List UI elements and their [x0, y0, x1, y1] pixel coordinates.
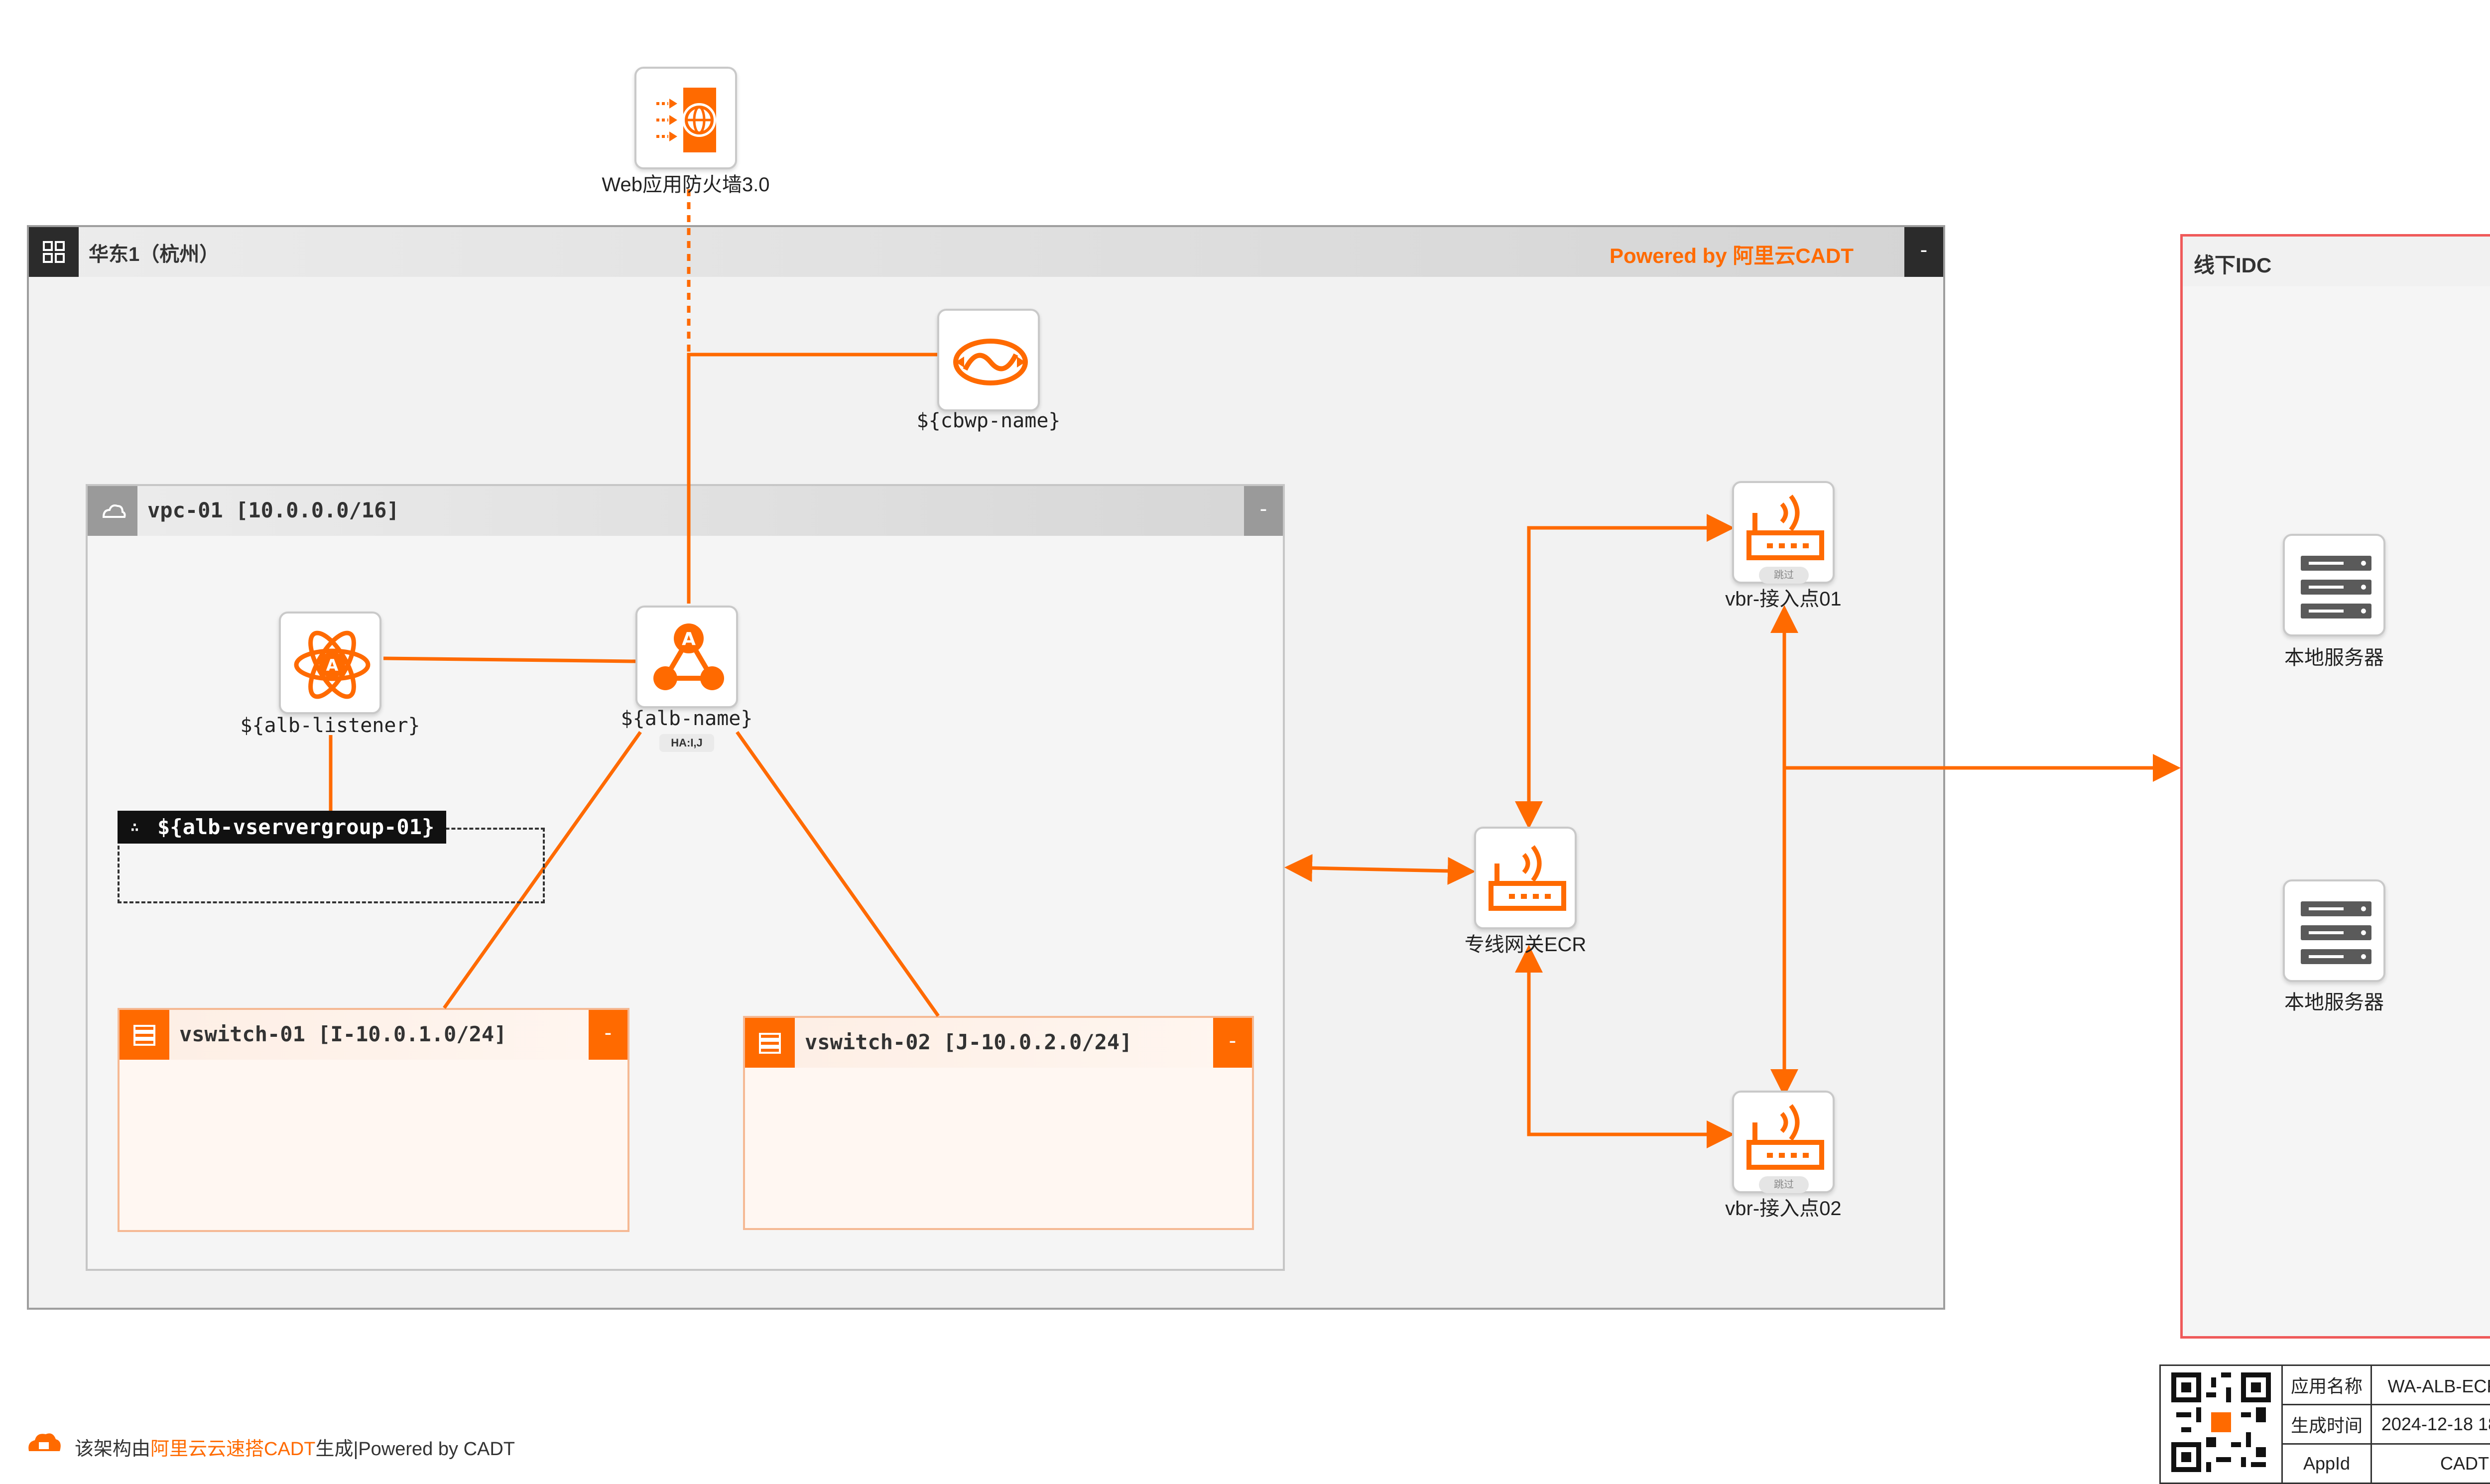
vbr2-node[interactable]: 跳过	[1732, 1091, 1835, 1193]
waf-icon	[656, 88, 716, 152]
ecr-node[interactable]	[1474, 827, 1577, 929]
qr-code-cell	[2159, 1364, 2283, 1484]
ecr-to-vbr1-link	[1515, 514, 1735, 829]
meta-key-app-name: 应用名称	[2281, 1364, 2372, 1405]
qr-code-icon	[2171, 1372, 2271, 1472]
meta-value-generated-time: 2024-12-18 18:26:31	[2370, 1404, 2490, 1445]
region-header	[29, 227, 1943, 277]
vswitch-01-title: vswitch-01 [I-10.0.1.0/24]	[179, 1022, 507, 1046]
vswitch-01-container: vswitch-01 [I-10.0.1.0/24] -	[118, 1008, 629, 1232]
local-server-1-label: 本地服务器	[2284, 647, 2384, 669]
waf-label: Web应用防火墙3.0	[602, 174, 770, 196]
vpc-title: vpc-01 [10.0.0.0/16]	[147, 498, 399, 522]
bandwidth-package-icon	[953, 339, 1028, 385]
footer-prefix: 该架构由	[75, 1439, 151, 1460]
vservergroup-label: ${alb-vservergroup-01}	[157, 815, 435, 839]
region-collapse-button[interactable]: -	[1904, 227, 1943, 277]
powered-by-label: Powered by 阿里云CADT	[1609, 244, 1854, 267]
server-rack-icon	[2301, 901, 2371, 964]
local-server-1-node[interactable]	[2283, 534, 2385, 636]
alb-listener-icon: A	[294, 630, 371, 699]
alb-node[interactable]: A	[635, 606, 738, 708]
vswitch-icon	[120, 1010, 169, 1060]
vpc-collapse-button[interactable]: -	[1244, 486, 1283, 536]
meta-value-appid: CADT	[2370, 1443, 2490, 1484]
vswitch-01-collapse-button[interactable]: -	[589, 1010, 627, 1060]
footer-suffix: 生成|Powered by CADT	[315, 1439, 515, 1460]
cadt-logo-icon	[28, 1433, 61, 1451]
meta-key-appid: AppId	[2281, 1443, 2372, 1484]
alb-to-vswitch-02-link	[736, 731, 940, 1017]
vswitch-icon	[745, 1018, 795, 1068]
listener-to-alb-link	[383, 656, 636, 663]
alb-listener-node[interactable]: A	[279, 612, 381, 714]
alb-to-vswitch-01-link	[443, 731, 642, 1009]
ecr-to-vbr2-link	[1515, 945, 1735, 1148]
vswitch-02-header	[745, 1018, 1252, 1068]
vswitch-01-header	[120, 1010, 627, 1060]
meta-value-app-name: WA-ALB-ECR-模版	[2370, 1364, 2490, 1405]
idc-header	[2183, 237, 2490, 286]
local-server-2-label: 本地服务器	[2284, 991, 2384, 1013]
footer-highlight: 阿里云云速搭CADT	[150, 1439, 316, 1460]
cbwp-node[interactable]	[937, 309, 1040, 411]
alb-ha-badge: HA:I,J	[659, 734, 714, 752]
router-icon	[1489, 845, 1566, 911]
vbr1-skip-tag: 跳过	[1759, 567, 1809, 584]
vbr2-label: vbr-接入点02	[1725, 1198, 1842, 1220]
meta-key-generated-time: 生成时间	[2281, 1404, 2372, 1445]
vswitch-02-collapse-button[interactable]: -	[1213, 1018, 1252, 1068]
vbr2-skip-tag: 跳过	[1759, 1176, 1809, 1193]
alb-listener-label: ${alb-listener}	[240, 714, 420, 737]
router-icon	[1746, 495, 1824, 560]
vswitch-02-container: vswitch-02 [J-10.0.2.0/24] -	[743, 1016, 1254, 1230]
vbr1-label: vbr-接入点01	[1725, 588, 1842, 610]
idc-title: 线下IDC	[2194, 253, 2272, 277]
router-icon	[1746, 1104, 1824, 1170]
vswitch-02-title: vswitch-02 [J-10.0.2.0/24]	[805, 1030, 1132, 1054]
local-server-2-node[interactable]	[2283, 879, 2385, 982]
cbwp-label: ${cbwp-name}	[916, 409, 1061, 432]
idc-container: 线下IDC	[2180, 234, 2490, 1339]
svg-text:A: A	[326, 656, 339, 675]
region-title: 华东1（杭州）	[89, 244, 220, 265]
grid-icon	[29, 227, 79, 277]
vservergroup-header[interactable]: ∴ ${alb-vservergroup-01}	[118, 811, 447, 844]
cbwp-link	[687, 353, 937, 604]
alb-label: ${alb-name}	[621, 707, 753, 730]
vpc-to-ecr-link	[1284, 854, 1476, 885]
waf-node[interactable]	[634, 67, 737, 169]
footer-credit: 该架构由阿里云云速搭CADT生成|Powered by CADT	[75, 1433, 515, 1461]
ecr-label: 专线网关ECR	[1464, 934, 1587, 956]
alb-icon: A	[653, 623, 724, 690]
cloud-icon	[88, 486, 137, 536]
server-group-icon: ∴	[130, 819, 139, 835]
meta-table: 应用名称 WA-ALB-ECR-模版 生成时间 2024-12-18 18:26…	[2159, 1364, 2490, 1484]
vpc-header	[88, 486, 1283, 536]
vbr1-node[interactable]: 跳过	[1732, 481, 1835, 584]
svg-text:A: A	[682, 629, 696, 649]
server-rack-icon	[2301, 556, 2371, 618]
